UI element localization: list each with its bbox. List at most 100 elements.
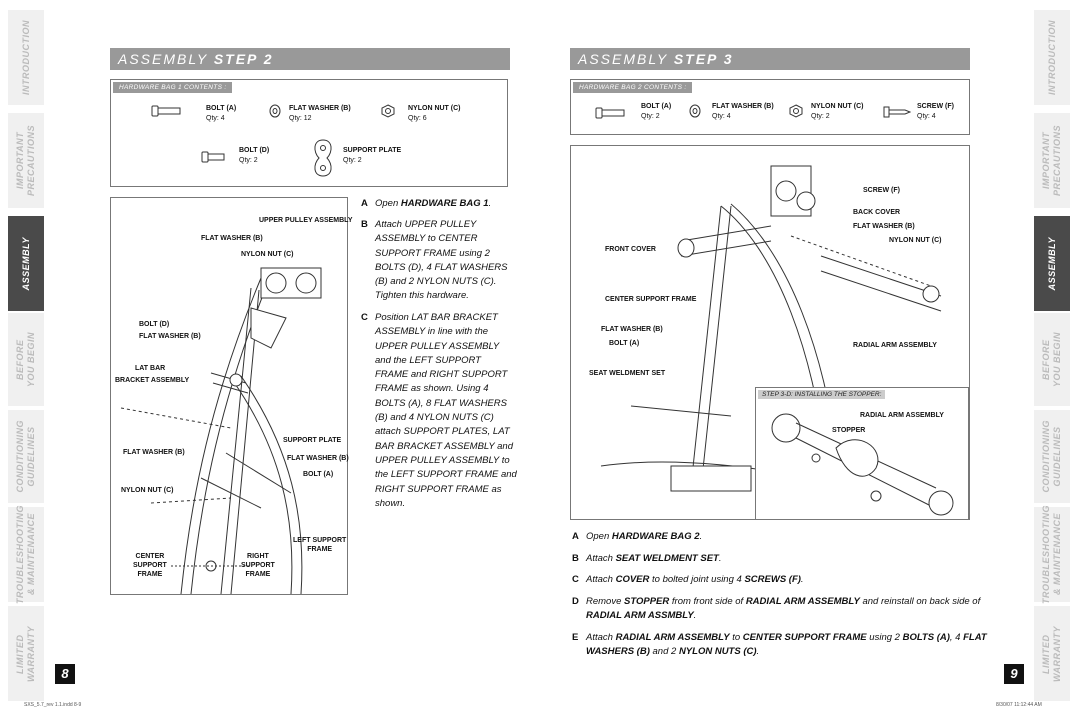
hw-bolt-a: BOLT (A)Qty: 4 [206, 105, 237, 122]
tab-conditioning-right[interactable]: CONDITIONING GUIDELINES [1034, 410, 1070, 503]
hardware-bag2-box: HARDWARE BAG 2 CONTENTS : BOLT (A)Qty: 2… [570, 79, 970, 135]
step2-instruction-b-text: Attach UPPER PULLEY ASSEMBLY to CENTER SUP… [361, 218, 521, 304]
tab-before-you-begin-right[interactable]: BEFORE YOU BEGIN [1034, 313, 1070, 406]
instruction-line: BOLTS (D), 4 FLAT WASHERS [375, 261, 508, 273]
nut-icon [789, 104, 803, 118]
hw-screw-f: SCREW (F)Qty: 4 [917, 103, 954, 120]
step-text: Attach RADIAL ARM ASSEMBLY to CENTER SUP… [586, 631, 987, 658]
label-front-cover: FRONT COVER [605, 246, 656, 253]
instruction-line: SUPPORT FRAME using 2 [375, 247, 490, 259]
instruction-line: UPPER PULLEY ASSEMBLY [375, 340, 500, 352]
hardware-bag1-box: HARDWARE BAG 1 CONTENTS : BOLT (A)Qty: 4… [110, 79, 508, 187]
tab-troubleshooting-right[interactable]: TROUBLESHOOTING & MAINTENANCE [1034, 505, 1070, 604]
inset-illustration [771, 413, 954, 516]
bolt-icon [201, 151, 225, 163]
instruction-line: FRAME as shown. Using 4 [375, 383, 489, 395]
label-bolt-a: BOLT (A) [303, 471, 334, 478]
instruction-line: BAR BRACKET ASSEMBLY and [375, 440, 513, 452]
instruction-line: UPPER PULLEY ASSEMBLY to [375, 454, 510, 466]
label-flat-washer-3: FLAT WASHER (B) [123, 449, 185, 456]
tab-before-you-begin-left[interactable]: BEFORE YOU BEGIN [8, 313, 44, 406]
instruction-line: (B) and 4 NYLON NUTS (C) [375, 412, 494, 424]
screw-icon [883, 106, 911, 118]
label-nylon-nut-1: NYLON NUT (C) [241, 251, 294, 258]
page-number-left: 8 [55, 664, 75, 684]
label-flat-washer-4: FLAT WASHER (B) [287, 455, 349, 462]
step-letter: C [572, 574, 579, 585]
tab-warranty-right[interactable]: LIMITED WARRANTY [1034, 606, 1070, 701]
step-letter: D [572, 595, 579, 607]
tab-assembly-left[interactable]: ASSEMBLY [8, 216, 44, 311]
instruction-line: attach SUPPORT PLATES, LAT [375, 426, 510, 438]
tab-precautions-right[interactable]: IMPORTANT PRECAUTIONS [1034, 113, 1070, 208]
step-text: Remove STOPPER from front side of RADIAL… [586, 595, 981, 622]
label-flat-washer-right-2: FLAT WASHER (B) [601, 326, 663, 333]
instruction-line: ASSEMBLY to CENTER [375, 233, 478, 245]
inset-title: STEP 3-D: INSTALLING THE STOPPER: [758, 390, 886, 399]
hw-flat-washer-b: FLAT WASHER (B)Qty: 12 [289, 105, 351, 122]
instruction-line: BOLTS (A), 8 FLAT WASHERS [375, 397, 507, 409]
instruction-line: (B) and 2 NYLON NUTS (C). [375, 276, 497, 288]
tab-introduction-left[interactable]: INTRODUCTION [8, 10, 44, 105]
label-seat-weldment-set: SEAT WELDMENT SET [589, 370, 666, 377]
step2-illustration [120, 267, 322, 595]
label-bracket-assembly: BRACKET ASSEMBLY [115, 377, 190, 384]
step2-banner: ASSEMBLY STEP 2 [110, 48, 510, 70]
tab-assembly-right[interactable]: ASSEMBLY [1034, 216, 1070, 311]
inset-label-stopper: STOPPER [832, 427, 866, 434]
bolt-icon [595, 107, 625, 119]
label-bolt-a-right: BOLT (A) [609, 340, 640, 347]
label-flat-washer-1: FLAT WASHER (B) [201, 235, 263, 242]
tab-warranty-left[interactable]: LIMITED WARRANTY [8, 606, 44, 701]
hw-bolt-a-right: BOLT (A)Qty: 2 [641, 103, 672, 120]
footer-file: SXS_5.7_rev 1.1.indd 8-9 [24, 702, 82, 708]
tab-introduction-right[interactable]: INTRODUCTION [1034, 10, 1070, 105]
hardware-bag1-label: HARDWARE BAG 1 CONTENTS : [113, 82, 233, 93]
hw-bolt-d: BOLT (D)Qty: 2 [239, 147, 270, 164]
tab-troubleshooting-left[interactable]: TROUBLESHOOTING & MAINTENANCE [8, 505, 44, 604]
bolt-icon [151, 105, 181, 117]
footer-date: 8/30/07 11:12:44 AM [996, 702, 1042, 708]
step-letter: A [572, 531, 579, 542]
step3-banner: ASSEMBLY STEP 3 [570, 48, 970, 70]
step3-instruction-e: E Attach RADIAL ARM ASSEMBLY to CENTER SU… [572, 631, 992, 660]
step3-instruction-d: D Remove STOPPER from front side of RADIA… [572, 595, 992, 624]
label-center-support-frame-right: CENTER SUPPORT FRAME [605, 296, 697, 303]
label-lat-bar: LAT BAR [135, 365, 166, 372]
label-screw-f: SCREW (F) [863, 187, 900, 194]
label-nylon-nut-right: NYLON NUT (C) [889, 237, 942, 244]
instruction-line: Attach UPPER PULLEY [375, 219, 477, 230]
instruction-line: and the LEFT SUPPORT [375, 354, 481, 366]
washer-icon [689, 104, 701, 118]
step3-instruction-a: A Open HARDWARE BAG 2. [572, 530, 992, 545]
label-support-plate: SUPPORT PLATE [283, 437, 342, 444]
support-plate-icon [314, 139, 332, 177]
label-flat-washer-right: FLAT WASHER (B) [853, 223, 915, 230]
step3d-inset: STEP 3-D: INSTALLING THE STOPPER: RADIAL… [755, 387, 969, 520]
nut-icon [381, 104, 395, 118]
tab-conditioning-left[interactable]: CONDITIONING GUIDELINES [8, 410, 44, 503]
step-text: Open HARDWARE BAG 2. [586, 531, 703, 542]
label-back-cover: BACK COVER [853, 209, 901, 216]
hardware-bag2-label: HARDWARE BAG 2 CONTENTS : [573, 82, 693, 93]
instruction-line: the LEFT SUPPORT FRAME and [375, 469, 517, 481]
hw-nylon-nut-c-right: NYLON NUT (C)Qty: 2 [811, 103, 864, 120]
label-radial-arm-assembly: RADIAL ARM ASSEMBLY [853, 342, 937, 349]
tab-precautions-left[interactable]: IMPORTANT PRECAUTIONS [8, 113, 44, 208]
label-upper-pulley: UPPER PULLEY ASSEMBLY [259, 217, 353, 224]
step-letter: E [572, 631, 579, 643]
step-letter: B [572, 552, 579, 564]
instruction-line: ASSEMBLY in line with the [375, 326, 489, 338]
instruction-line: shown. [375, 497, 406, 509]
